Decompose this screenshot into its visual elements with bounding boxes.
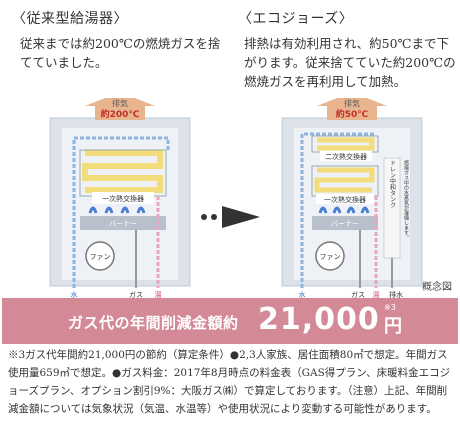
burner-label: バーナー xyxy=(331,220,359,228)
savings-banner: ガス代の年間削減金額約 21,000 ※3 円 xyxy=(2,298,458,344)
condensation-note: 燃焼ガス中の水蒸気が凝縮します。 xyxy=(403,159,409,240)
conventional-description: 従来までは約200℃の燃焼ガスを捨てていました。 xyxy=(20,36,221,70)
secondary-coil xyxy=(317,137,375,151)
primary-coil xyxy=(314,167,375,193)
exhaust-temp: 約200℃ xyxy=(101,108,140,120)
heat-coil xyxy=(82,150,163,193)
dot-icon xyxy=(201,214,207,220)
exchanger-label-bg xyxy=(92,192,154,204)
transition-arrow xyxy=(201,206,260,228)
exchanger-label: 一次熱交換器 xyxy=(324,195,366,204)
conventional-heading: 〈従来型給湯器〉 xyxy=(12,11,128,27)
drain-tank-label: ドレン中和タンク xyxy=(389,160,396,208)
water-label: 水 xyxy=(71,290,78,298)
dot-icon xyxy=(211,214,217,220)
burner-flames xyxy=(88,206,146,214)
secondary-exchanger-label: 二次熱交換器 xyxy=(325,152,367,161)
savings-label: ガス代の年間削減金額約 xyxy=(68,314,239,332)
savings-unit: 円 xyxy=(384,316,402,337)
footnote: ※3ガス代年間約21,000円の節約（算定条件）●2,3人家族、居住面積80㎡で… xyxy=(8,349,451,415)
secondary-label-bg xyxy=(320,151,372,161)
savings-note: ※3 xyxy=(384,303,396,312)
hot-label: 湯 xyxy=(373,290,380,298)
burner-label: バーナー xyxy=(109,220,137,228)
cold-water-pipe xyxy=(300,132,376,288)
exhaust-label: 排気 xyxy=(344,98,360,108)
concept-diagram-label: 概念図 xyxy=(422,282,452,293)
water-label: 水 xyxy=(299,290,306,298)
conventional-heater-diagram: 排気 約200℃ 一次熱交換器 バーナー ファン 水 ガス 湯 xyxy=(49,98,191,298)
burner xyxy=(80,216,166,230)
exchanger-label-bg xyxy=(316,194,374,204)
ecojozu-heading: 〈エコジョーズ〉 xyxy=(238,11,354,27)
gas-label: ガス xyxy=(129,290,143,298)
ecojozu-heater-diagram: 排気 約50℃ 二次熱交換器 一次熱交換器 バーナー ファン ドレン中和タンク … xyxy=(281,98,423,298)
fan xyxy=(85,241,115,271)
exhaust-arrow xyxy=(85,98,155,120)
savings-value: 21,000 xyxy=(258,302,380,337)
hot-label: 湯 xyxy=(155,290,162,298)
fan-label: ファン xyxy=(90,253,111,261)
fan-label: ファン xyxy=(320,253,341,261)
gas-label: ガス xyxy=(351,290,365,298)
burner-flames xyxy=(318,206,370,214)
exhaust-label: 排気 xyxy=(112,98,128,108)
drain-out-label: 排水 xyxy=(389,290,403,298)
arrow-right-icon xyxy=(222,206,260,228)
exhaust-temp: 約50℃ xyxy=(336,108,369,120)
cold-water-pipe xyxy=(72,136,170,288)
fan xyxy=(315,241,345,271)
ecojozu-description: 排熱は有効利用され、約50℃まで下がります。従来捨てていた約200℃の燃焼ガスを… xyxy=(244,36,456,89)
exhaust-arrow xyxy=(317,98,387,120)
exchanger-label: 一次熱交換器 xyxy=(102,194,144,203)
burner xyxy=(312,216,378,230)
